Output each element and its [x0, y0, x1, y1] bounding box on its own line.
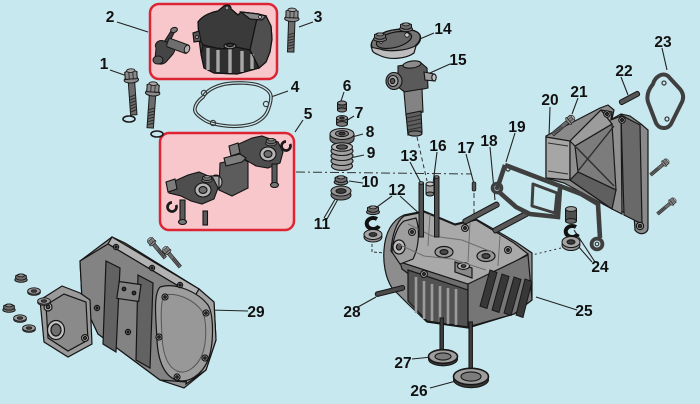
svg-text:28: 28	[343, 304, 361, 321]
svg-text:29: 29	[247, 304, 265, 321]
svg-text:21: 21	[570, 84, 588, 101]
svg-text:25: 25	[575, 303, 593, 320]
svg-text:2: 2	[106, 9, 115, 26]
svg-text:15: 15	[449, 52, 467, 69]
svg-text:26: 26	[410, 383, 428, 400]
svg-text:10: 10	[361, 174, 378, 191]
svg-text:9: 9	[367, 145, 376, 162]
svg-text:14: 14	[434, 21, 452, 38]
svg-text:5: 5	[304, 106, 313, 123]
svg-text:23: 23	[654, 34, 672, 51]
svg-text:1: 1	[100, 56, 109, 73]
svg-text:18: 18	[480, 133, 498, 150]
svg-text:22: 22	[615, 63, 632, 80]
svg-text:6: 6	[343, 78, 352, 95]
svg-text:20: 20	[541, 92, 558, 109]
svg-text:8: 8	[366, 124, 375, 141]
svg-text:13: 13	[400, 148, 418, 165]
svg-text:27: 27	[394, 355, 411, 372]
svg-text:24: 24	[591, 259, 609, 276]
svg-text:4: 4	[291, 79, 300, 96]
svg-text:12: 12	[388, 182, 405, 199]
svg-text:17: 17	[457, 140, 474, 157]
svg-text:11: 11	[314, 216, 331, 233]
svg-text:7: 7	[355, 105, 364, 122]
svg-text:3: 3	[314, 9, 323, 26]
svg-text:19: 19	[508, 119, 526, 136]
svg-text:16: 16	[429, 138, 447, 155]
